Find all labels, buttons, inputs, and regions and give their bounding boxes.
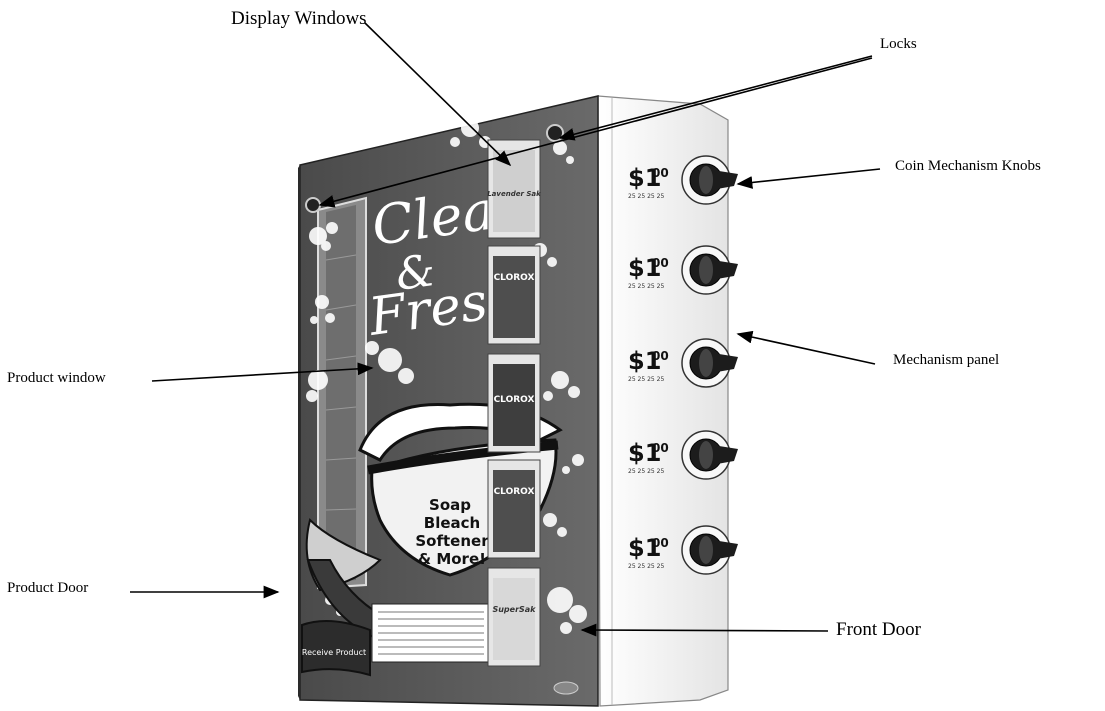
display-window-product: SuperSak [492, 605, 536, 614]
price-tag: $100 25 25 25 25 [628, 164, 669, 200]
price-dollar: $1 [628, 164, 661, 192]
leader-locks-2 [318, 57, 873, 208]
price-dollar: $1 [628, 254, 661, 282]
price-tag: $100 25 25 25 25 [628, 534, 669, 570]
price-cents: 00 [652, 441, 669, 455]
price-coins: 25 25 25 25 [628, 563, 664, 570]
price-coins: 25 25 25 25 [628, 376, 664, 383]
display-window-product: Lavender Sak [487, 190, 542, 198]
display-window-product: CLOROX [494, 273, 535, 283]
price-dollar: $1 [628, 347, 661, 375]
slogan-line-3: Softener [415, 532, 489, 550]
product-door-flap [301, 620, 371, 677]
price-coins: 25 25 25 25 [628, 283, 664, 290]
price-coins: 25 25 25 25 [628, 193, 664, 200]
leader-front-door [580, 623, 829, 637]
display-window-product: CLOROX [494, 487, 535, 497]
price-tag: $100 25 25 25 25 [628, 254, 669, 290]
display-window: CLOROX [487, 245, 541, 345]
brand-line-2: & [392, 245, 438, 301]
price-dollar: $1 [628, 439, 661, 467]
coin-knob-icon[interactable] [681, 338, 738, 388]
coin-knob-icon[interactable] [681, 430, 738, 480]
display-window: SuperSak [487, 567, 541, 667]
leader-mechanism-panel [736, 330, 876, 365]
label-front-door: Front Door [836, 619, 921, 640]
receive-product-label: Receive Product [302, 648, 366, 657]
price-cents: 00 [652, 166, 669, 180]
display-window-product: CLOROX [494, 395, 535, 405]
product-window [317, 196, 367, 590]
price-cents: 00 [652, 536, 669, 550]
price-tag: $100 25 25 25 25 [628, 347, 669, 383]
slogan-text: Soap Bleach Softener & More! [415, 496, 489, 568]
price-dollar: $1 [628, 534, 661, 562]
display-window: Lavender Sak [487, 139, 542, 239]
label-mechanism-panel: Mechanism panel [893, 352, 1000, 368]
price-tag: $100 25 25 25 25 [628, 439, 669, 475]
label-product-window: Product window [7, 370, 106, 386]
label-locks: Locks [880, 36, 917, 52]
label-coin-mechanism-knobs: Coin Mechanism Knobs [895, 158, 1041, 174]
display-windows: Lavender Sak CLOROX CLOROX CLOROX SuperS… [487, 139, 542, 667]
leader-coin-knobs [736, 168, 881, 189]
lock-left-icon [305, 197, 321, 213]
instructions-panel [371, 603, 491, 663]
label-product-door: Product Door [7, 580, 89, 596]
leader-display-windows [364, 22, 512, 167]
coin-knob-icon[interactable] [681, 525, 738, 575]
leader-locks-1 [558, 55, 873, 141]
display-window: CLOROX [487, 459, 541, 559]
leader-product-window [151, 362, 374, 382]
coin-knob-icon[interactable] [681, 245, 738, 295]
display-window: CLOROX [487, 353, 541, 453]
slogan-line-2: Bleach [424, 514, 480, 532]
slogan-line-4: & More! [418, 550, 486, 568]
slogan-line-1: Soap [429, 496, 471, 514]
coin-knob-icon[interactable] [681, 155, 738, 205]
logo-badge-icon [553, 681, 579, 695]
price-coins: 25 25 25 25 [628, 468, 664, 475]
price-cents: 00 [652, 349, 669, 363]
price-cents: 00 [652, 256, 669, 270]
label-display-windows: Display Windows [231, 8, 367, 29]
